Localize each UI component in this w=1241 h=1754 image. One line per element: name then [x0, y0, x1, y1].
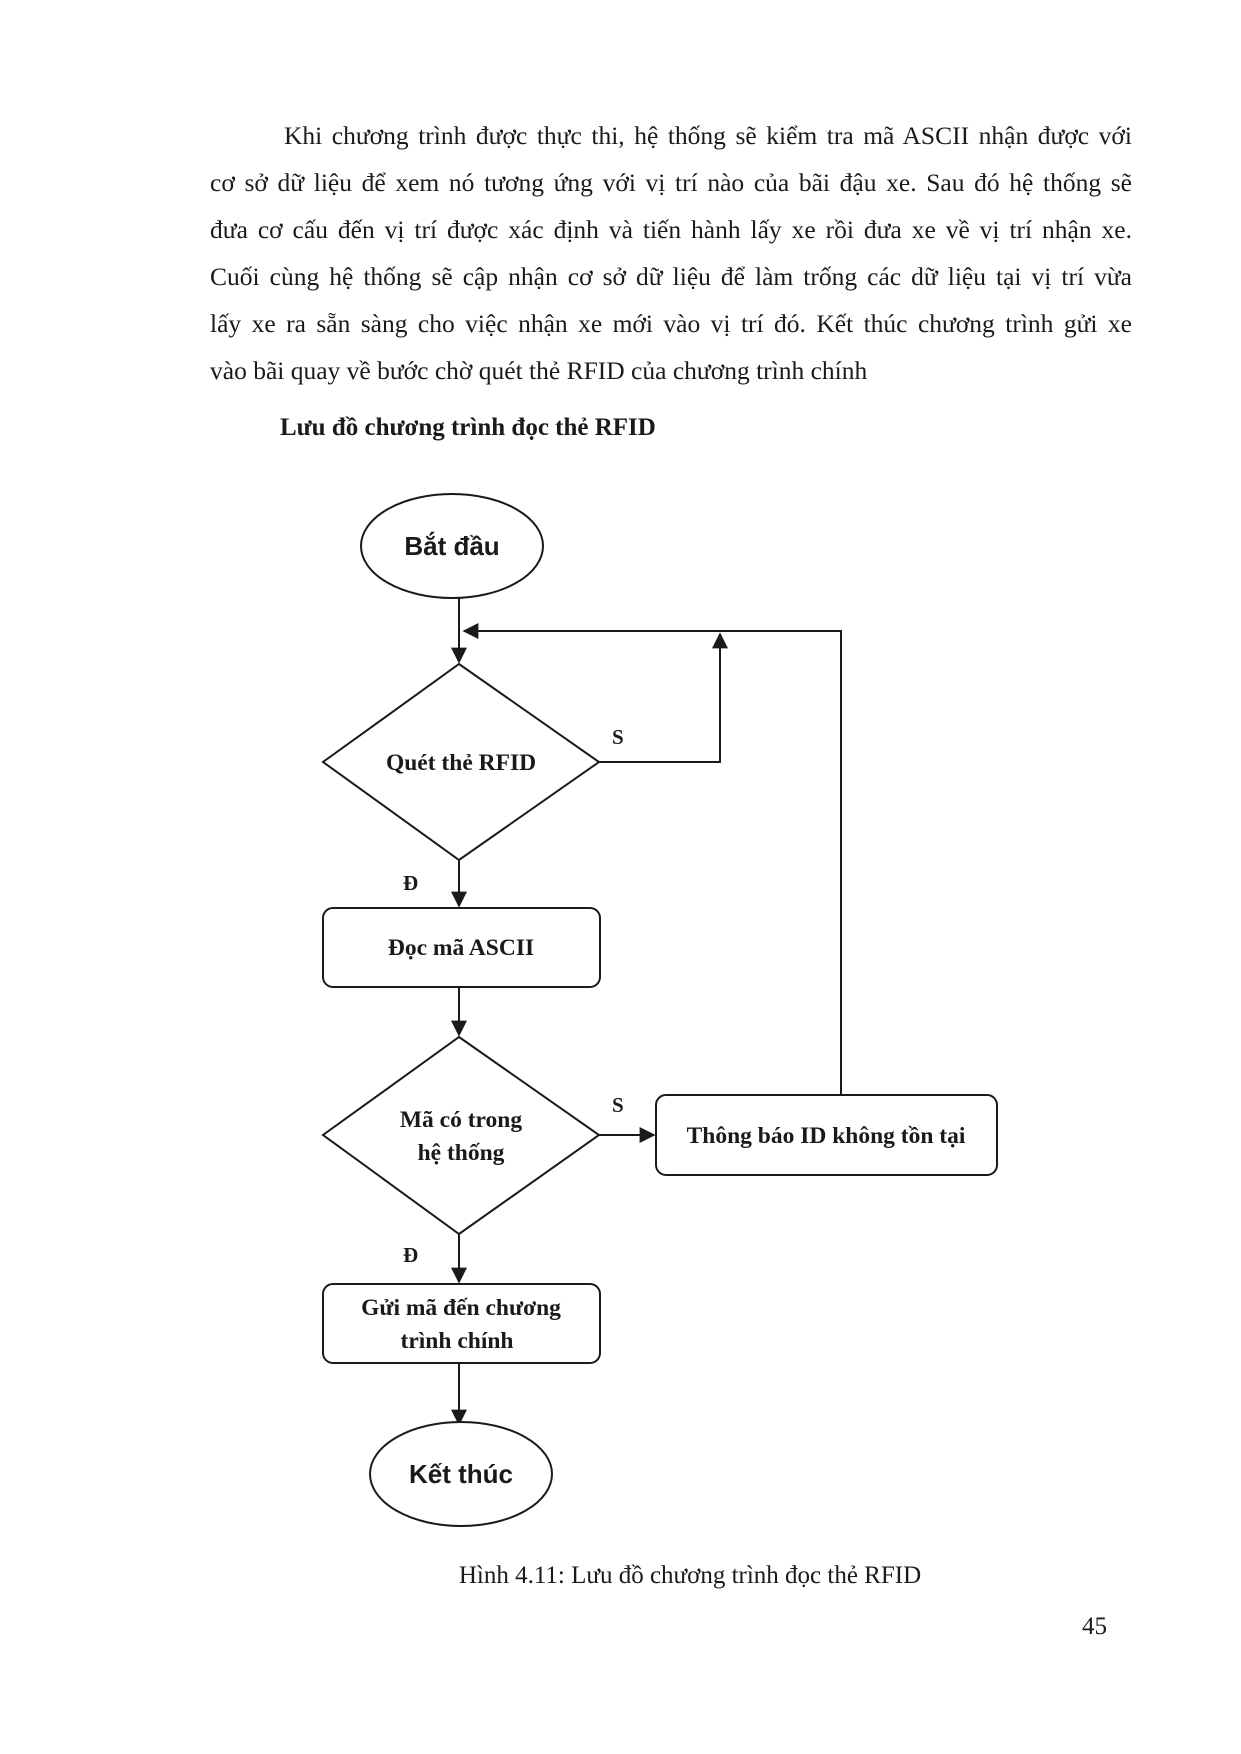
paragraph-line: cơ sở dữ liệu để xem nó tương ứng với vị… — [210, 168, 1132, 197]
not-found-notice-label: Thông báo ID không tồn tại — [687, 1123, 966, 1149]
send-code-label-line1: Gửi mã đến chương — [361, 1295, 561, 1321]
start-terminal — [360, 493, 544, 599]
scan-no-label: S — [612, 725, 624, 749]
paragraph-line: Khi chương trình được thực thi, hệ thống… — [284, 121, 1132, 150]
page-number: 45 — [1082, 1613, 1107, 1640]
paragraph-line: vào bãi quay về bước chờ quét thẻ RFID c… — [210, 356, 868, 385]
connector-notice-loop-back — [462, 623, 842, 1095]
section-heading: Lưu đồ chương trình đọc thẻ RFID — [280, 414, 656, 441]
scan-decision-label: Quét thẻ RFID — [386, 750, 536, 776]
paragraph-line: Cuối cùng hệ thống sẽ cập nhận cơ sở dữ … — [210, 262, 1132, 291]
figure-caption: Hình 4.11: Lưu đồ chương trình đọc thẻ R… — [458, 1562, 922, 1589]
read-ascii-process — [322, 907, 601, 988]
end-terminal — [369, 1421, 553, 1527]
not-found-notice-process — [655, 1094, 998, 1176]
body-paragraph: Khi chương trình được thực thi, hệ thống… — [210, 112, 1132, 394]
check-decision-label-line2: hệ thống — [418, 1140, 505, 1166]
check-yes-label: Đ — [403, 1243, 418, 1267]
check-decision-label-line1: Mã có trong — [400, 1107, 523, 1133]
read-ascii-label: Đọc mã ASCII — [388, 935, 534, 961]
scan-yes-label: Đ — [403, 871, 418, 895]
send-code-process — [322, 1283, 601, 1364]
scan-decision-diamond — [321, 662, 601, 862]
end-label: Kết thúc — [409, 1459, 513, 1489]
send-code-label-line2: trình chính — [401, 1328, 514, 1354]
connector-scan-no-loop — [599, 632, 728, 763]
paragraph-line: đưa cơ cấu đến vị trí được xác định và t… — [210, 215, 1132, 244]
check-decision-diamond — [321, 1035, 601, 1236]
paragraph-line: lấy xe ra sẵn sàng cho việc nhận xe mới … — [210, 309, 1132, 338]
check-no-label: S — [612, 1093, 624, 1117]
start-label: Bắt đầu — [404, 531, 499, 561]
